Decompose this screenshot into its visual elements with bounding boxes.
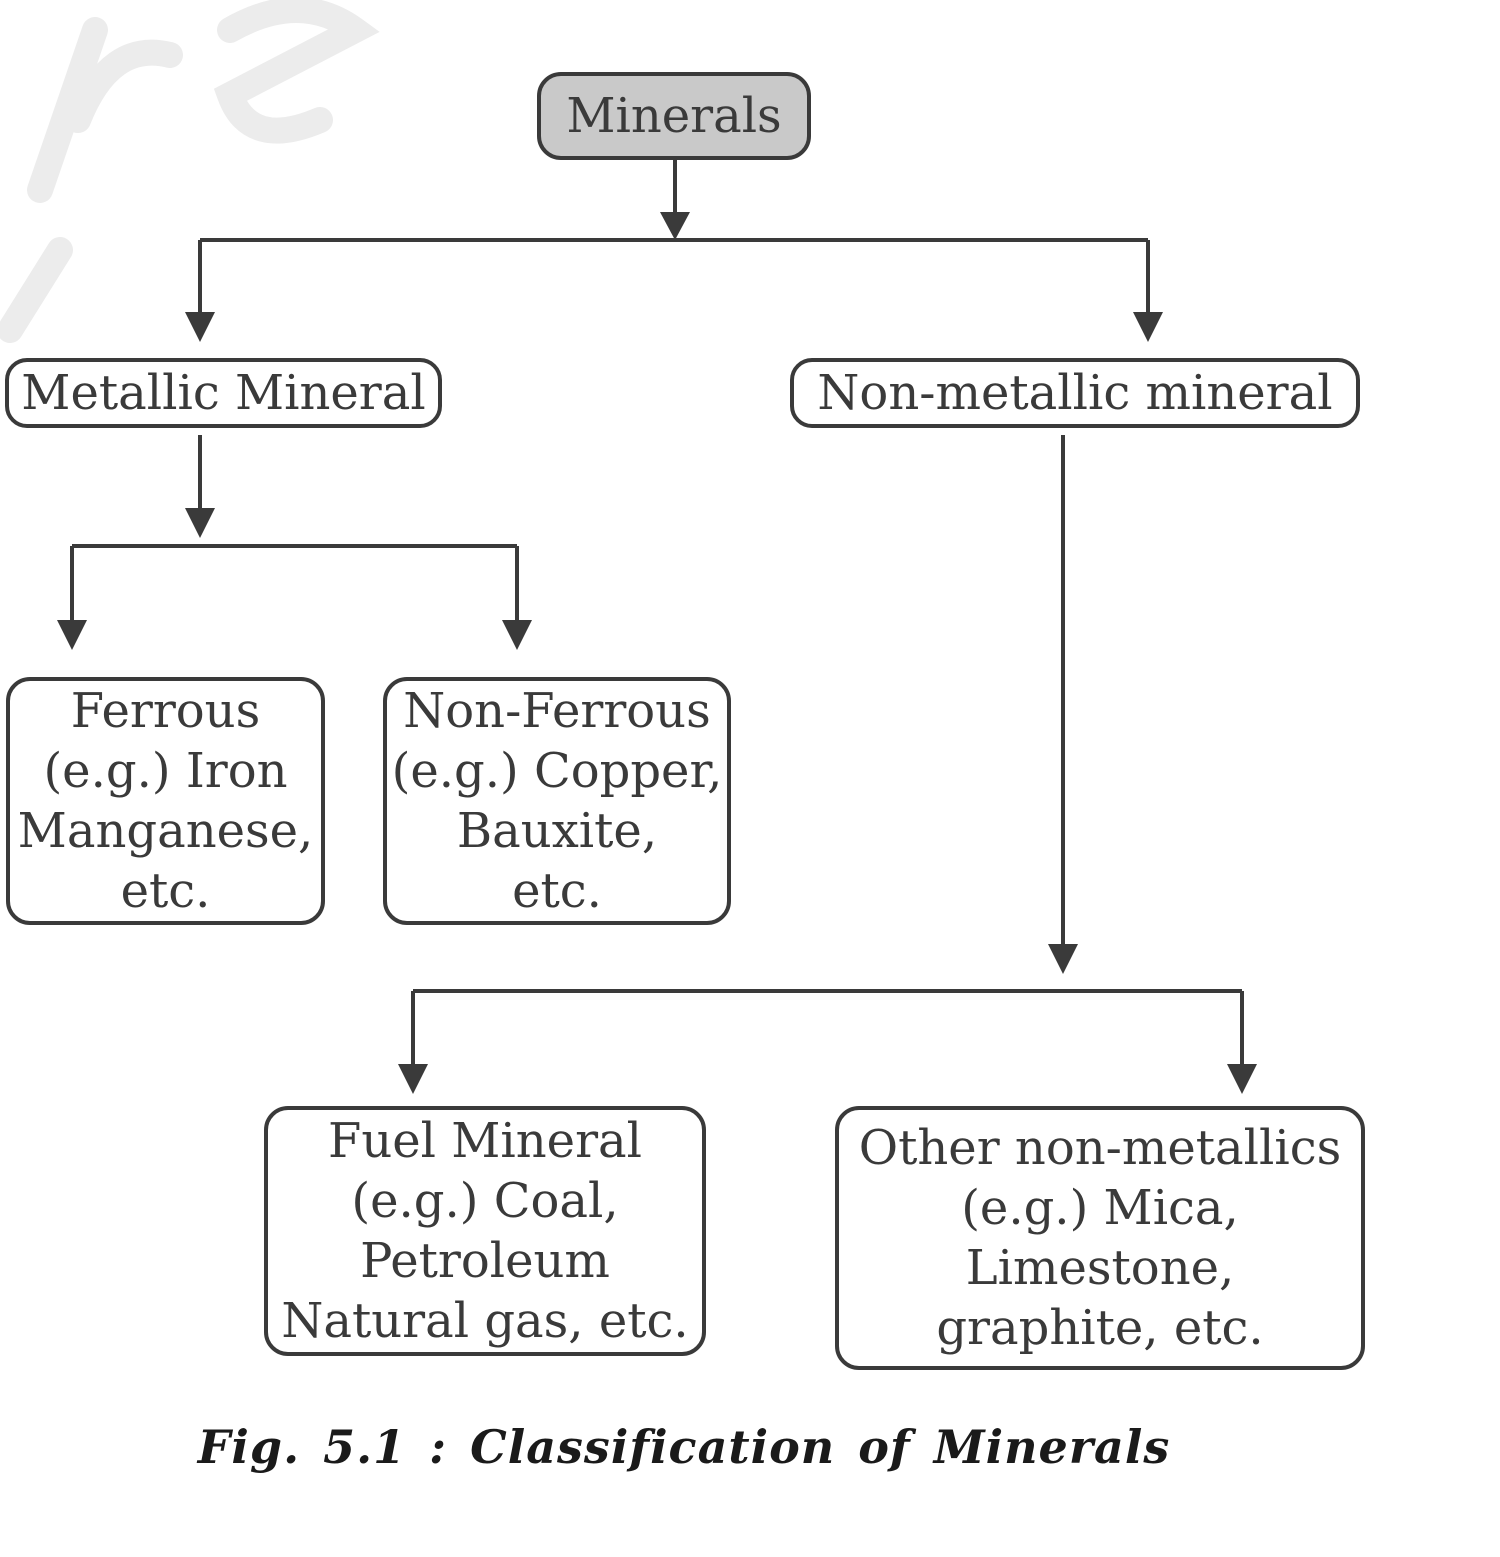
node-fuel-mineral-line: Natural gas, etc. bbox=[281, 1293, 689, 1349]
node-minerals-label: Minerals bbox=[566, 88, 782, 144]
node-other-non-metallics-line: Other non-metallics bbox=[858, 1120, 1342, 1176]
node-minerals: Minerals bbox=[537, 72, 811, 160]
node-other-non-metallics-line: (e.g.) Mica, bbox=[961, 1180, 1239, 1236]
arrowhead-ferrous bbox=[57, 620, 87, 650]
node-non-ferrous-line: etc. bbox=[512, 863, 602, 919]
node-fuel-mineral: Fuel Mineral (e.g.) Coal, Petroleum Natu… bbox=[264, 1106, 706, 1356]
arrowhead-nonmetallic-stem bbox=[1048, 944, 1078, 974]
node-fuel-mineral-line: Petroleum bbox=[360, 1233, 610, 1289]
node-ferrous-line: (e.g.) Iron bbox=[43, 743, 288, 799]
arrowhead-nonferrous bbox=[502, 620, 532, 650]
arrowhead-other bbox=[1227, 1064, 1257, 1094]
node-fuel-mineral-line: Fuel Mineral bbox=[328, 1113, 642, 1169]
arrowhead-nonmetallic bbox=[1133, 312, 1163, 342]
node-other-non-metallics-line: Limestone, bbox=[965, 1240, 1235, 1296]
arrowhead-metallic bbox=[185, 312, 215, 342]
node-non-ferrous-line: Bauxite, bbox=[456, 803, 658, 859]
node-other-non-metallics: Other non-metallics (e.g.) Mica, Limesto… bbox=[835, 1106, 1365, 1370]
node-ferrous-line: etc. bbox=[120, 863, 211, 919]
node-non-ferrous: Non-Ferrous (e.g.) Copper, Bauxite, etc. bbox=[383, 677, 731, 925]
arrowhead-fuel bbox=[398, 1064, 428, 1094]
node-non-ferrous-line: Non-Ferrous bbox=[403, 683, 711, 739]
node-non-metallic-mineral: Non-metallic mineral bbox=[790, 358, 1360, 428]
node-non-ferrous-line: (e.g.) Copper, bbox=[391, 743, 723, 799]
node-ferrous: Ferrous (e.g.) Iron Manganese, etc. bbox=[6, 677, 325, 925]
arrowhead-root bbox=[660, 212, 690, 240]
arrowhead-metallic-stem bbox=[185, 508, 215, 538]
node-metallic-mineral-label: Metallic Mineral bbox=[21, 365, 426, 421]
figure-caption: Fig. 5.1 : Classification of Minerals bbox=[197, 1420, 1171, 1474]
node-fuel-mineral-line: (e.g.) Coal, bbox=[351, 1173, 619, 1229]
node-ferrous-line: Manganese, bbox=[17, 803, 314, 859]
node-metallic-mineral: Metallic Mineral bbox=[5, 358, 442, 428]
node-other-non-metallics-line: graphite, etc. bbox=[936, 1300, 1264, 1356]
node-ferrous-line: Ferrous bbox=[70, 683, 261, 739]
node-non-metallic-mineral-label: Non-metallic mineral bbox=[817, 365, 1333, 421]
